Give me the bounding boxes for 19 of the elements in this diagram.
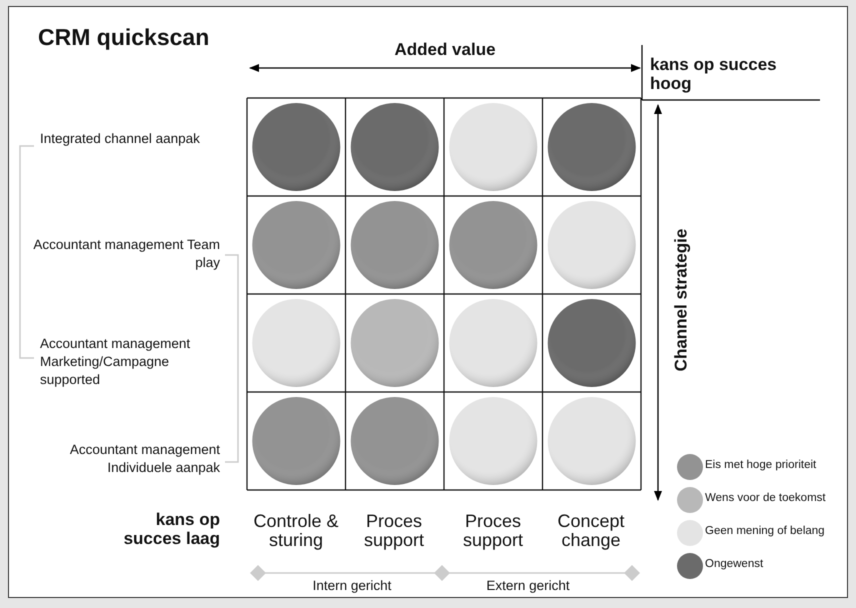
column-label: Proces support [362, 512, 426, 550]
legend-label: Geen mening of belang [705, 525, 825, 537]
axis-end-label: kans op succes hoog [650, 55, 778, 93]
column-label: Concept change [556, 512, 626, 550]
row-label: Integrated channel aanpak [40, 130, 201, 148]
legend-label: Ongewenst [705, 558, 764, 570]
axis-end-label: kans op succes laag [122, 510, 220, 548]
axis-label: Added value [393, 40, 497, 60]
group-label: Extern gericht [485, 578, 571, 593]
column-label: Controle & sturing [252, 512, 340, 550]
row-label: Accountant management Individuele aanpak [68, 441, 220, 477]
legend-label: Eis met hoge prioriteit [705, 459, 816, 471]
row-label: Accountant management Marketing/Campagne supported [40, 335, 192, 389]
group-label: Intern gericht [312, 578, 392, 593]
row-label: Accountant management Team play [32, 236, 220, 272]
axis-label: Channel strategie [670, 228, 691, 372]
column-label: Proces support [462, 512, 524, 550]
title: CRM quickscan [38, 24, 210, 51]
legend-label: Wens voor de toekomst [705, 492, 826, 504]
